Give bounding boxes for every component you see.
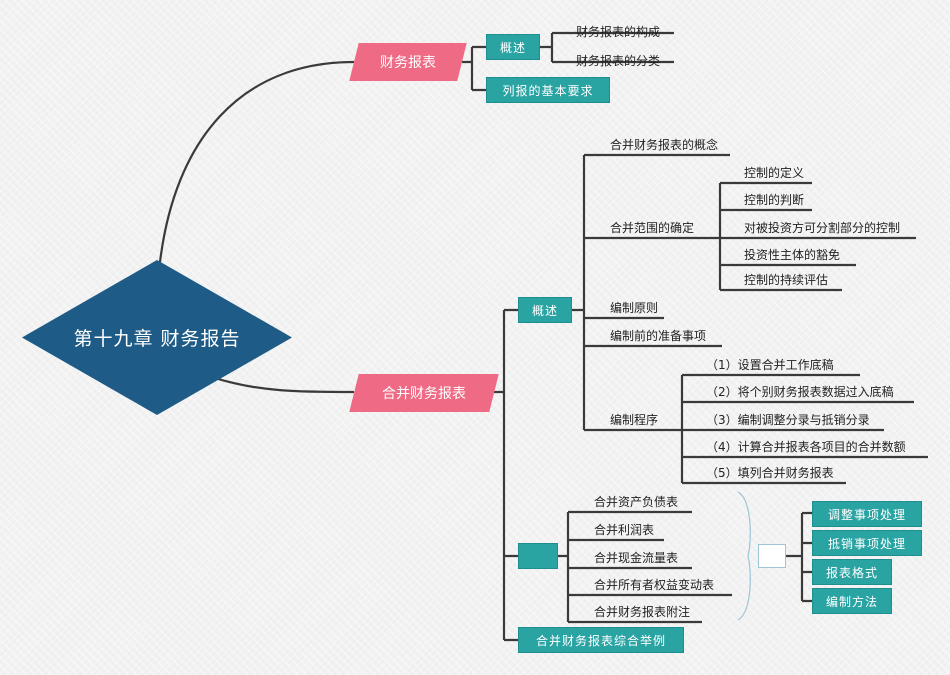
topic-financial-statements[interactable]: 财务报表 [349, 43, 467, 81]
topic-comprehensive-example[interactable]: 合并财务报表综合举例 [518, 627, 684, 653]
leaf-scope-2[interactable]: 控制的判断 [744, 193, 805, 207]
leaf-scope-3[interactable]: 对被投资方可分割部分的控制 [744, 221, 901, 235]
leaf-scope-4[interactable]: 投资性主体的豁免 [744, 248, 841, 262]
topic-statements[interactable] [518, 543, 558, 569]
aspect-adjustments[interactable]: 调整事项处理 [812, 501, 922, 527]
leaf-income-statement[interactable]: 合并利润表 [594, 523, 655, 537]
leaf-scope-1[interactable]: 控制的定义 [744, 166, 805, 180]
aspect-method[interactable]: 编制方法 [812, 588, 892, 614]
leaf-composition[interactable]: 财务报表的构成 [576, 25, 661, 39]
leaf-preparation[interactable]: 编制前的准备事项 [610, 329, 707, 343]
topic-consolidated-statements[interactable]: 合并财务报表 [349, 374, 499, 412]
central-topic-label: 第十九章 财务报告 [73, 328, 241, 350]
topic-financial-statements-label: 财务报表 [380, 55, 436, 71]
leaf-step-4[interactable]: （4）计算合并报表各项目的合并数额 [706, 440, 906, 454]
topic-overview-2[interactable]: 概述 [518, 297, 572, 323]
leaf-principle[interactable]: 编制原则 [610, 301, 659, 315]
summary-box[interactable] [758, 544, 786, 568]
leaf-step-3[interactable]: （3）编制调整分录与抵销分录 [706, 413, 870, 427]
topic-scope[interactable]: 合并范围的确定 [610, 221, 695, 235]
leaf-step-5[interactable]: （5）填列合并财务报表 [706, 466, 834, 480]
aspect-eliminations[interactable]: 抵销事项处理 [812, 530, 922, 556]
leaf-classification[interactable]: 财务报表的分类 [576, 54, 661, 68]
leaf-notes[interactable]: 合并财务报表附注 [594, 605, 691, 619]
leaf-cash-flow[interactable]: 合并现金流量表 [594, 551, 679, 565]
leaf-step-1[interactable]: （1）设置合并工作底稿 [706, 358, 834, 372]
leaf-step-2[interactable]: （2）将个别财务报表数据过入底稿 [706, 385, 894, 399]
topic-overview-1[interactable]: 概述 [486, 34, 540, 60]
topic-basic-requirements[interactable]: 列报的基本要求 [486, 77, 610, 103]
topic-consolidated-statements-label: 合并财务报表 [382, 386, 466, 402]
leaf-scope-5[interactable]: 控制的持续评估 [744, 273, 829, 287]
central-topic[interactable]: 第十九章 财务报告 [22, 260, 292, 415]
topic-procedure[interactable]: 编制程序 [610, 413, 659, 427]
aspect-format[interactable]: 报表格式 [812, 559, 892, 585]
leaf-balance-sheet[interactable]: 合并资产负债表 [594, 495, 679, 509]
leaf-concept[interactable]: 合并财务报表的概念 [610, 138, 719, 152]
leaf-equity-changes[interactable]: 合并所有者权益变动表 [594, 578, 715, 592]
